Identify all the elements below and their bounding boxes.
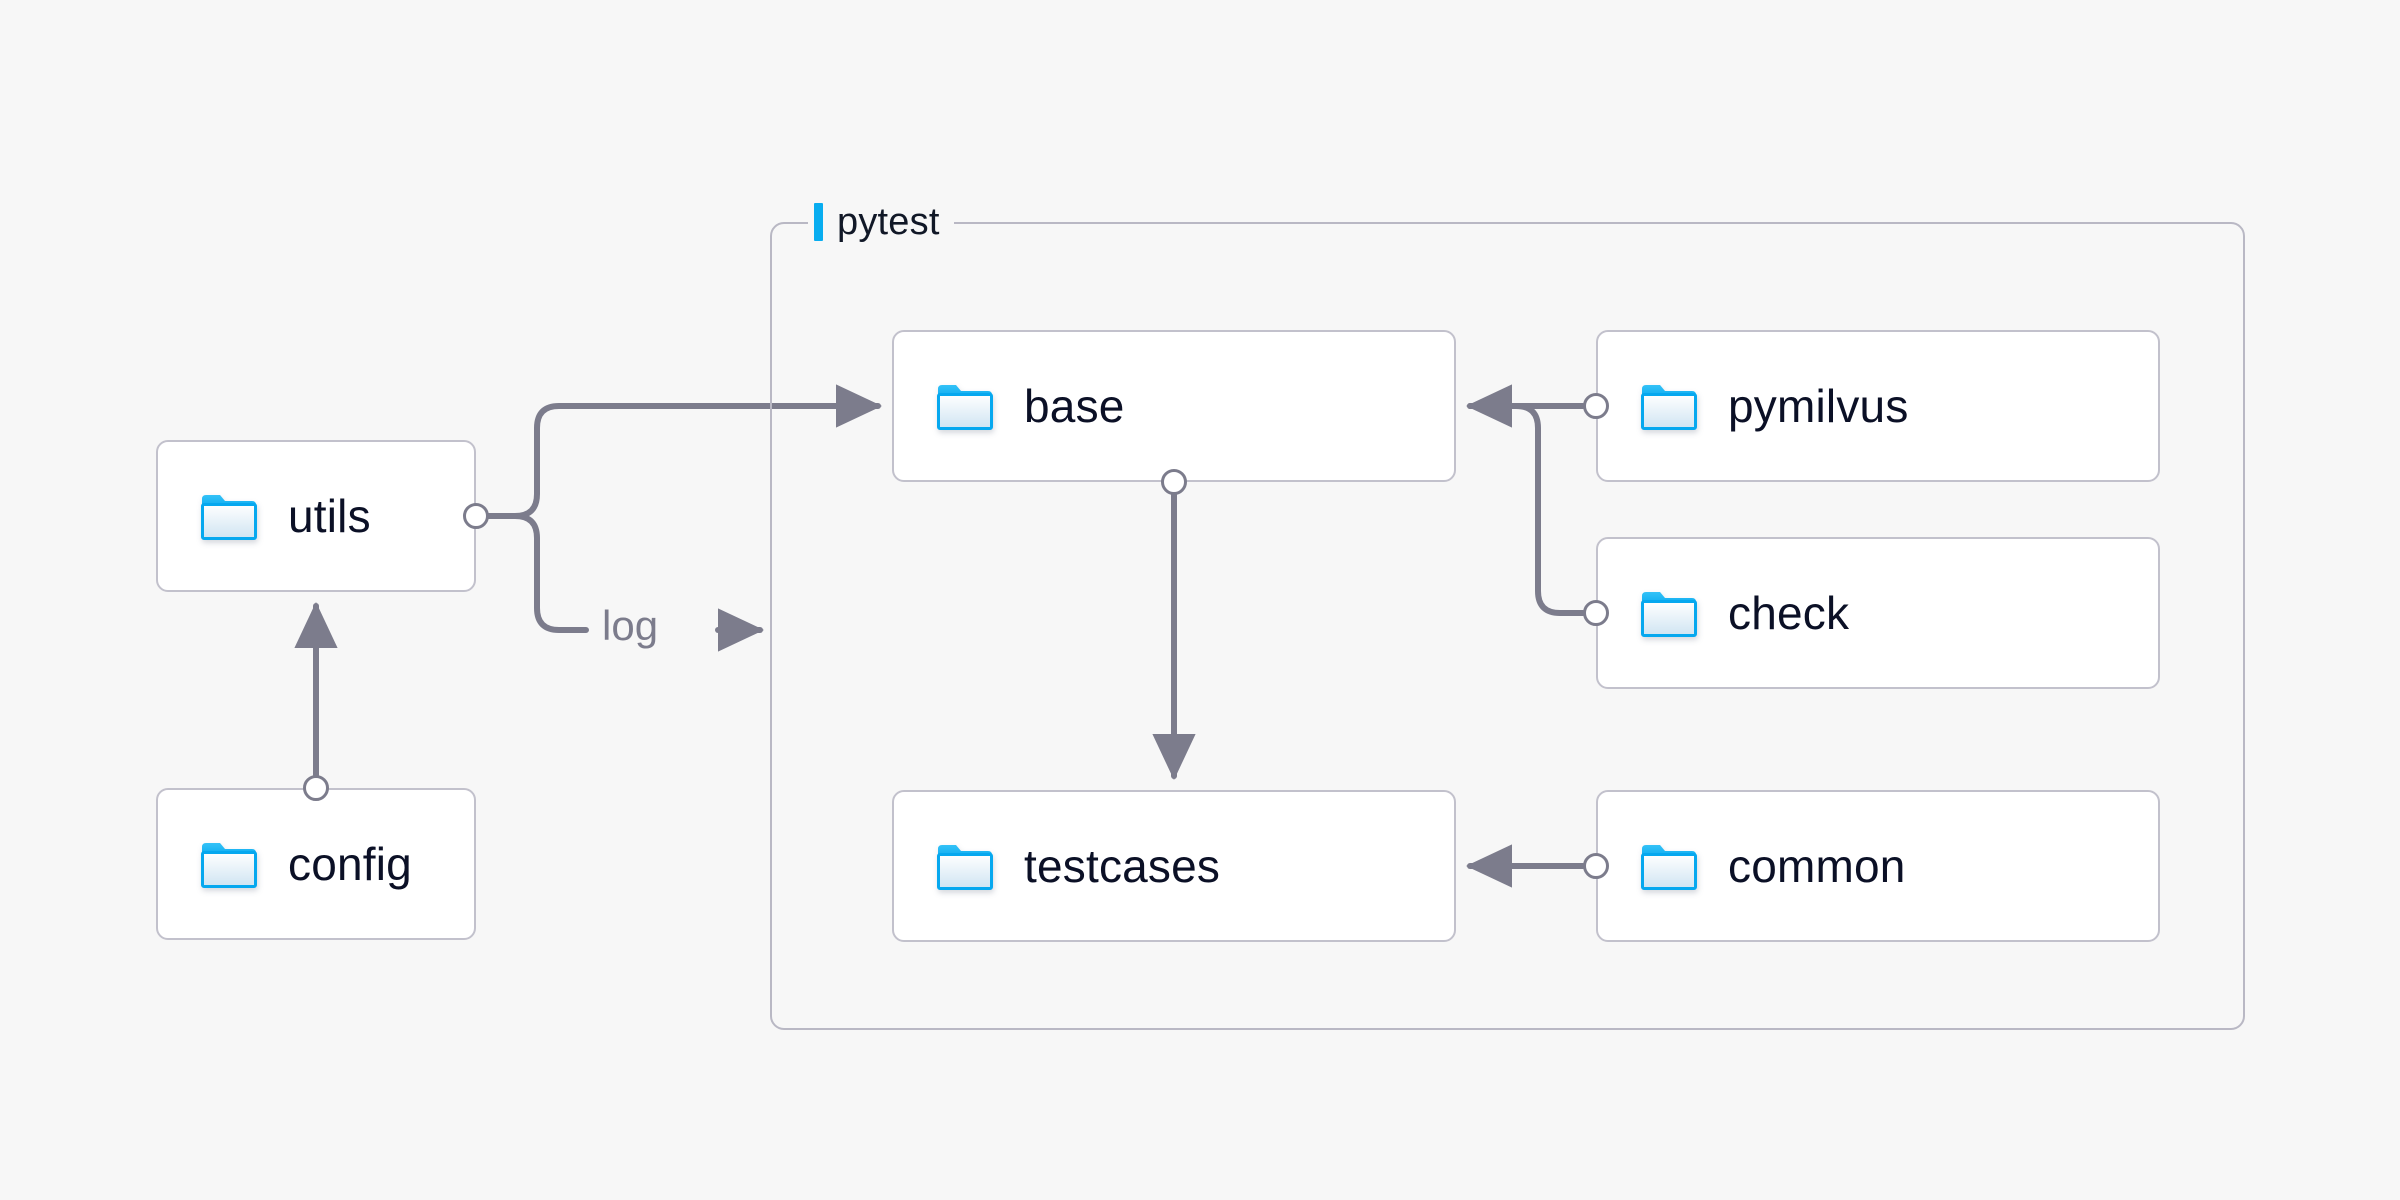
edge-utils-to-log [486,513,589,633]
node-check-label: check [1728,587,1850,639]
node-common[interactable]: common [1596,790,2160,942]
node-testcases-label: testcases [1024,840,1221,892]
node-base-label: base [1024,380,1125,432]
folder-icon [937,385,993,430]
base-bottom-port[interactable] [1161,469,1187,495]
group-accent-bar-icon [814,203,823,241]
group-pytest[interactable] [770,222,2245,1030]
node-common-label: common [1728,840,1906,892]
folder-icon [937,845,993,890]
folder-icon [201,495,257,540]
pymilvus-left-port[interactable] [1583,393,1609,419]
folder-icon [1641,592,1697,637]
check-left-port[interactable] [1583,600,1609,626]
folder-icon [201,843,257,888]
config-top-port[interactable] [303,775,329,801]
node-config-label: config [288,838,412,890]
folder-icon [1641,385,1697,430]
group-pytest-label-wrap: pytest [808,199,954,245]
folder-icon [1641,845,1697,890]
node-utils[interactable]: utils [156,440,476,592]
node-base[interactable]: base [892,330,1456,482]
node-pymilvus-label: pymilvus [1728,380,1909,432]
node-testcases[interactable]: testcases [892,790,1456,942]
node-pymilvus[interactable]: pymilvus [1596,330,2160,482]
node-utils-label: utils [288,490,371,542]
utils-right-port[interactable] [463,503,489,529]
edge-label-log: log [602,602,659,649]
node-check[interactable]: check [1596,537,2160,689]
group-pytest-label: pytest [837,200,940,243]
common-left-port[interactable] [1583,853,1609,879]
node-config[interactable]: config [156,788,476,940]
